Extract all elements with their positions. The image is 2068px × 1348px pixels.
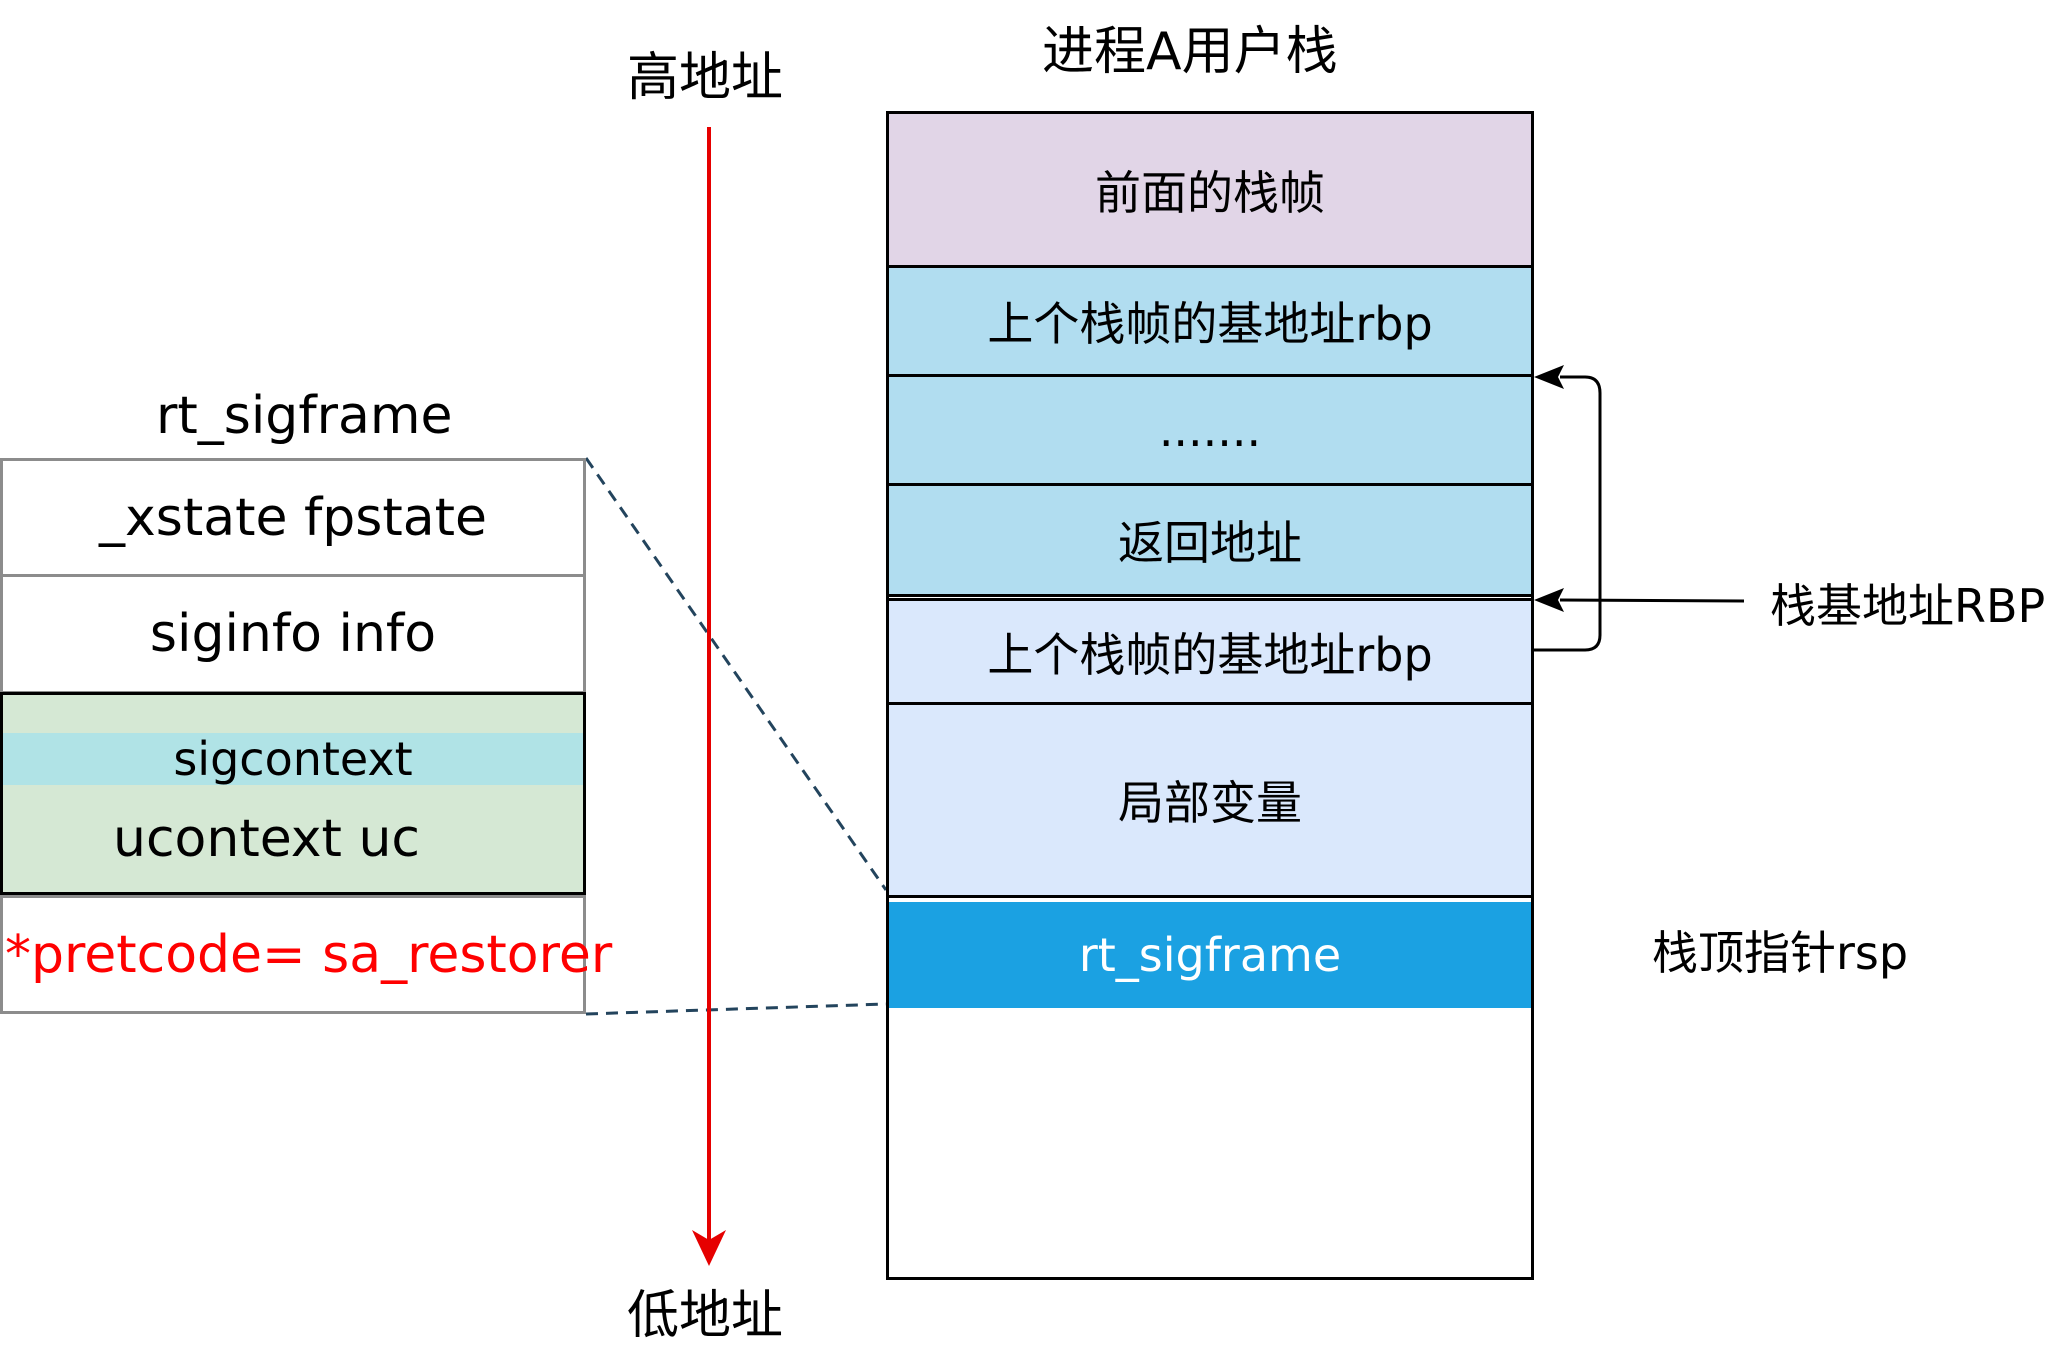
- stack-rt-sigframe-label: rt_sigframe: [1078, 928, 1342, 982]
- stack-free-area: [886, 1003, 1534, 1280]
- stack-outline: [886, 111, 1534, 1280]
- saved-rbp-upper-label: 上个栈帧的基地址rbp: [987, 297, 1433, 351]
- address-direction-arrowhead: [692, 1230, 726, 1266]
- local-variables-label: 局部变量: [1118, 776, 1302, 830]
- ellipsis-label: .......: [1158, 403, 1262, 457]
- rbp-pointer-line: [1559, 598, 1745, 603]
- rbp-chain-arrow: [1534, 375, 1602, 652]
- local-variables-cell: 局部变量: [886, 702, 1534, 898]
- stack-title: 进程A用户栈: [1042, 22, 1338, 82]
- return-address-label: 返回地址: [1118, 516, 1302, 570]
- previous-frames-label: 前面的栈帧: [1095, 165, 1325, 220]
- zoom-connector-bottom: [585, 1002, 887, 1016]
- saved-rbp-upper-cell: 上个栈帧的基地址rbp: [886, 265, 1534, 377]
- low-address-label: 低地址: [627, 1286, 784, 1346]
- xstate-fpstate-label: _xstate fpstate: [98, 487, 488, 548]
- high-address-label: 高地址: [627, 48, 784, 108]
- sigcontext-band: sigcontext: [3, 732, 583, 786]
- saved-rbp-lower-label: 上个栈帧的基地址rbp: [987, 627, 1433, 682]
- rt-sigframe-title: rt_sigframe: [156, 386, 453, 446]
- ucontext-field: sigcontext ucontext uc: [0, 692, 586, 895]
- sigcontext-label: sigcontext: [173, 732, 413, 786]
- siginfo-field: siginfo info: [0, 574, 586, 694]
- return-address-cell: 返回地址: [886, 483, 1534, 597]
- pretcode-field: *pretcode= sa_restorer: [0, 895, 612, 1014]
- rbp-pointer-label: 栈基地址RBP: [1770, 579, 2046, 633]
- rsp-pointer-label: 栈顶指针rsp: [1652, 926, 1909, 980]
- xstate-fpstate-field: _xstate fpstate: [0, 458, 586, 577]
- ucontext-label: ucontext uc: [113, 809, 421, 869]
- siginfo-label: siginfo info: [149, 604, 437, 664]
- rbp-chain-arrowhead: [1534, 365, 1564, 389]
- rbp-pointer-arrowhead: [1534, 588, 1564, 612]
- zoom-connector-top: [584, 457, 888, 891]
- pretcode-label: *pretcode= sa_restorer: [5, 924, 613, 985]
- stack-rt-sigframe-cell: rt_sigframe: [887, 902, 1533, 1008]
